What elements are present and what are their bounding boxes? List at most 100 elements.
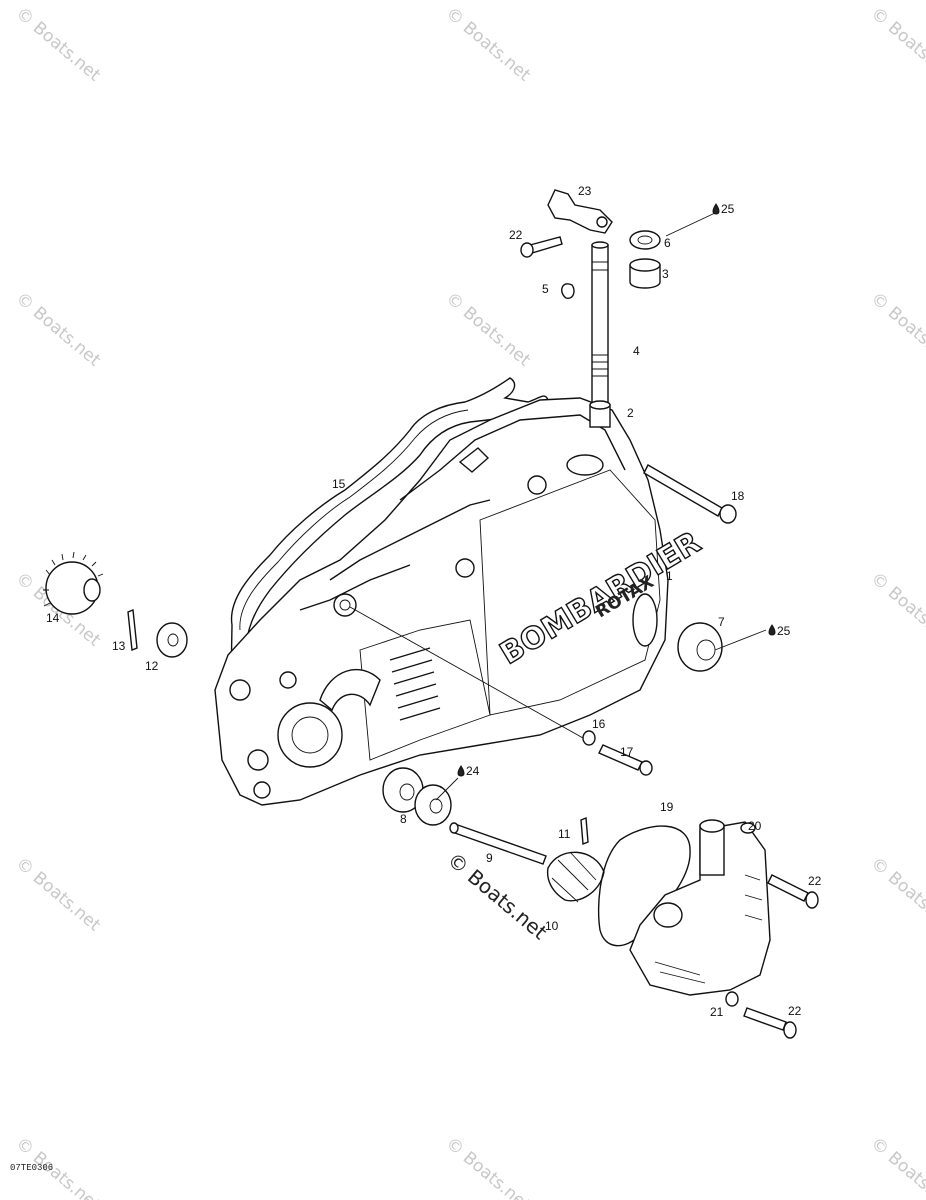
callout-label: 16 bbox=[592, 717, 606, 731]
oil-seal-6 bbox=[629, 230, 661, 250]
callout-label: 12 bbox=[145, 659, 159, 673]
pump-housing-20 bbox=[629, 821, 771, 996]
watermark: © Boats.net bbox=[12, 4, 105, 86]
drive-gear-14-hub bbox=[83, 578, 101, 602]
leader-lines bbox=[349, 212, 767, 801]
screw-22-right-head bbox=[805, 891, 819, 909]
cover-bolt-boss bbox=[527, 475, 547, 495]
screw-22-top-head bbox=[520, 242, 534, 258]
pump-housing-20-lug bbox=[740, 822, 756, 834]
cover-bolt-boss bbox=[455, 558, 475, 578]
cover-bolt-boss bbox=[253, 781, 271, 799]
screw-22-top bbox=[529, 236, 563, 254]
callout-label: 11 bbox=[558, 827, 571, 841]
callout-label: 8 bbox=[400, 812, 407, 826]
pump-shaft-9-end bbox=[449, 822, 459, 834]
callout-label: 9 bbox=[486, 851, 493, 865]
pin-11 bbox=[580, 816, 589, 846]
needle-bearing-3-top bbox=[629, 258, 661, 272]
cover-side-port bbox=[632, 593, 658, 647]
lubricant-drop-icon bbox=[768, 624, 776, 636]
callout-label: 13 bbox=[112, 639, 126, 653]
watermark: © Boats.net bbox=[442, 1134, 535, 1200]
callout-label: 3 bbox=[662, 267, 669, 281]
oil-seal-24-inner bbox=[429, 798, 443, 814]
callout-label: 19 bbox=[660, 800, 674, 814]
watermark: © Boats.net bbox=[867, 569, 926, 651]
cover-left-rib-2 bbox=[299, 564, 411, 611]
watermark: © Boats.net bbox=[867, 1134, 926, 1200]
callout-label: 20 bbox=[748, 819, 762, 833]
callout-label: 15 bbox=[332, 477, 346, 491]
cover-shaft-hole bbox=[333, 593, 357, 617]
cover-bolt-boss bbox=[229, 679, 251, 701]
pin-13 bbox=[127, 609, 138, 651]
oil-seal-24 bbox=[414, 784, 452, 826]
watermark: © Boats.net bbox=[12, 854, 105, 936]
bolt-18 bbox=[643, 464, 723, 517]
cover-shaft-hole-inner bbox=[339, 599, 351, 611]
shift-shaft bbox=[591, 244, 609, 406]
oil-seal-7 bbox=[677, 622, 723, 672]
oil-seal-6-inner bbox=[637, 235, 653, 245]
washer-12 bbox=[156, 622, 188, 658]
cover-fill-port bbox=[566, 454, 604, 476]
cover-arch bbox=[319, 669, 381, 712]
callout-label: 10 bbox=[545, 919, 559, 933]
callout-label: 14 bbox=[46, 611, 60, 625]
watermark: © Boats.net bbox=[12, 289, 105, 371]
shift-shaft-top bbox=[591, 241, 609, 249]
callout-labels: 1 2 3 4 5 6 7 8 9 10 11 12 13 14 15 16 1… bbox=[46, 184, 822, 1019]
callout-label: 2 bbox=[627, 406, 634, 420]
pump-housing-20-outlet-top bbox=[699, 819, 725, 833]
callout-label: 4 bbox=[633, 344, 640, 358]
watermark: © Boats.net bbox=[442, 289, 535, 371]
callout-label: 25 bbox=[777, 624, 791, 638]
callout-label: 22 bbox=[788, 1004, 802, 1018]
lubricant-drop-icon bbox=[712, 203, 720, 215]
callout-label: 22 bbox=[509, 228, 523, 242]
screw-22-bottom bbox=[743, 1007, 787, 1031]
cover-bolt-boss bbox=[247, 749, 269, 771]
callout-label: 1 bbox=[666, 569, 673, 583]
callout-label: 21 bbox=[710, 1005, 724, 1019]
reference-code: 07TE0306 bbox=[10, 1163, 53, 1173]
impeller-10-vanes bbox=[551, 851, 597, 903]
watermark: © Boats.net bbox=[867, 4, 926, 86]
callout-label: 22 bbox=[808, 874, 822, 888]
pump-housing-20-boss bbox=[653, 902, 683, 928]
shift-lever-hole bbox=[596, 216, 608, 228]
impeller-10 bbox=[546, 851, 605, 902]
watermark: © Boats.net bbox=[867, 289, 926, 371]
e-clip bbox=[561, 283, 575, 299]
washer-21 bbox=[725, 991, 739, 1007]
callout-label: 5 bbox=[542, 282, 549, 296]
drive-gear-14-teeth bbox=[43, 551, 104, 607]
cover-top-tab bbox=[458, 447, 490, 473]
screw-22-right bbox=[767, 874, 809, 902]
cover-lower-panel bbox=[359, 619, 491, 761]
shaft-bushing-top bbox=[589, 400, 611, 410]
screw-17 bbox=[598, 744, 643, 771]
gasket-inner-outline bbox=[239, 409, 469, 631]
cover-large-boss-inner bbox=[291, 716, 329, 754]
bolt-18-head bbox=[719, 504, 737, 524]
cover-large-boss bbox=[277, 702, 343, 768]
screw-22-bottom-head bbox=[783, 1021, 797, 1039]
cooling-fins bbox=[389, 647, 441, 721]
callout-label: 18 bbox=[731, 489, 745, 503]
shift-shaft-splines bbox=[592, 261, 608, 377]
callout-label: 24 bbox=[466, 764, 480, 778]
lubricant-drop-icon bbox=[457, 765, 465, 777]
washer-16 bbox=[582, 730, 596, 746]
callout-label: 17 bbox=[620, 745, 634, 759]
callout-label: 6 bbox=[664, 236, 671, 250]
ball-bearing-8-inner bbox=[399, 783, 415, 801]
callout-label: 23 bbox=[578, 184, 592, 198]
watermark: © Boats.net bbox=[442, 4, 535, 86]
cover-left-rib bbox=[329, 499, 491, 581]
watermark: © Boats.net bbox=[867, 854, 926, 936]
washer-12-inner bbox=[167, 633, 179, 647]
callout-label: 7 bbox=[718, 615, 725, 629]
cover-top-ridge bbox=[399, 414, 626, 501]
